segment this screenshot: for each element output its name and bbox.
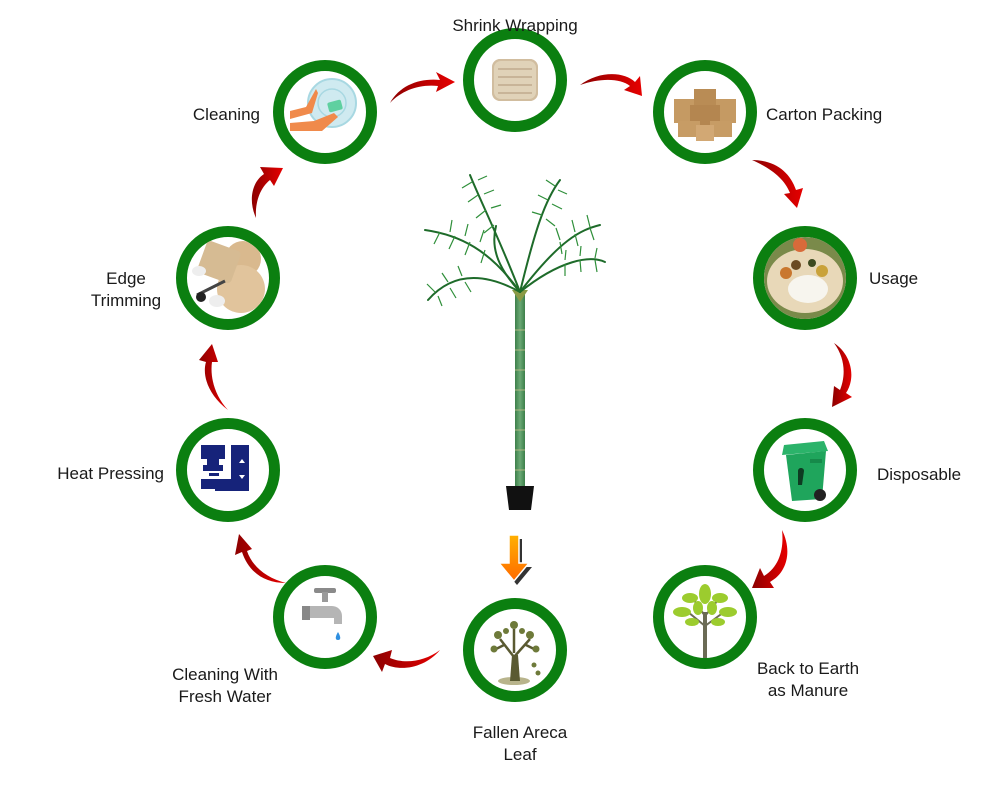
step-label-fallen-leaf: Fallen Areca Leaf [473,722,568,766]
arrow-edge-to-cleaning [251,167,283,218]
step-back-to-earth-node [653,565,757,669]
wrapped-plate-stack-icon [492,59,538,101]
label-line: Trimming [90,291,162,310]
step-disposable-node [753,418,857,522]
green-trash-bin-icon [782,441,828,501]
arrow-disposable-to-earth [752,530,788,588]
step-cleaning-node [273,60,377,164]
arrow-heat-to-edge [199,344,228,410]
label-line: Edge [106,269,146,288]
step-edge-trimming-node [176,226,280,330]
arrow-carton-to-usage [752,160,803,208]
step-label-disposable: Disposable [877,465,962,484]
food-plate-icon [764,237,846,319]
step-carton-packing-node [653,60,757,164]
label-line: Fallen Areca [472,723,568,742]
step-fallen-leaf-node [463,598,567,702]
step-label-edge-trimming: Edge Trimming [91,268,161,312]
step-label-heat-pressing: Heat Pressing [57,464,164,483]
arrow-fallen-to-freshwater [373,650,440,672]
step-label-back-to-earth: Back to Earth as Manure [757,658,859,702]
washing-plate-icon [290,78,357,131]
step-heat-pressing-node [176,418,280,522]
step-label-cleaning-fresh-water: Cleaning With Fresh Water [172,664,278,708]
step-usage-node [753,226,857,330]
orange-down-arrow [497,534,532,585]
cardboard-boxes-icon [674,89,736,141]
step-cleaning-fresh-water-node [273,565,377,669]
arrow-usage-to-disposable [832,343,852,407]
press-machine-icon [201,445,249,491]
leafy-tree-icon [490,621,541,685]
step-label-carton-packing: Carton Packing [766,105,883,124]
label-line: Fresh Water [178,687,272,706]
step-label-usage: Usage [869,269,919,288]
scissors-trimming-icon [192,240,265,313]
label-line: Back to Earth [756,659,860,678]
water-tap-icon [302,588,342,640]
arrow-cleaning-to-shrink [390,72,455,103]
arrow-shrink-to-carton [580,74,642,96]
step-label-shrink-wrapping: Shrink Wrapping [452,16,578,35]
step-shrink-wrapping-node [463,28,567,132]
arrow-freshwater-to-heat [235,534,286,583]
young-tree-icon [673,584,737,658]
areca-palm-tree [424,174,606,510]
label-line: as Manure [767,681,849,700]
step-label-cleaning: Cleaning [192,105,260,124]
label-line: Leaf [503,745,537,764]
label-line: Cleaning With [172,665,278,684]
